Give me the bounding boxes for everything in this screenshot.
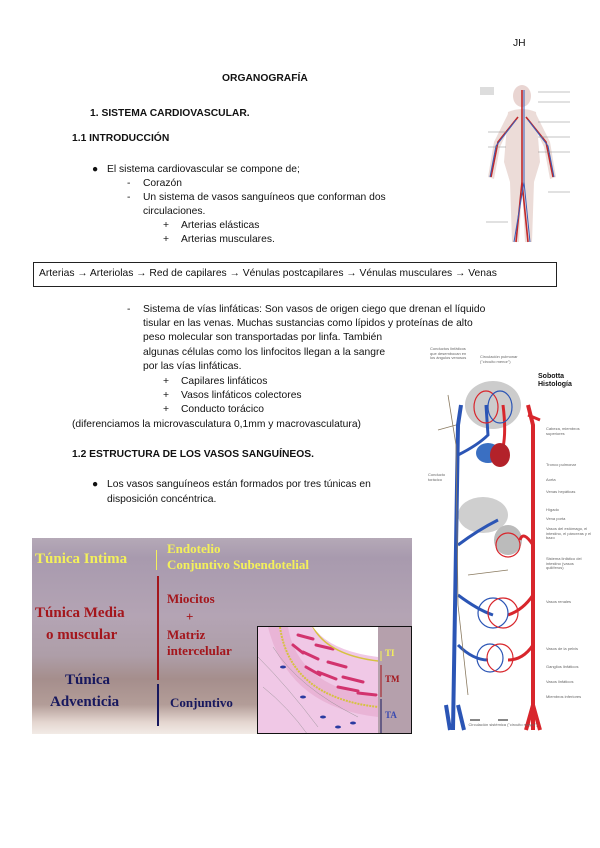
- diagram-label: Circulación pulmonar ("circuito menor"): [480, 354, 518, 364]
- plus: +: [163, 234, 170, 245]
- diagram-label: Conducto torácico: [428, 472, 446, 482]
- endotelio-label: Endotelio: [167, 541, 221, 556]
- subitem: Arterias musculares.: [181, 234, 275, 245]
- author-initials: JH: [513, 38, 526, 49]
- lymph-subitem: Capilares linfáticos: [181, 376, 268, 387]
- subitem: Arterias elásticas: [181, 220, 260, 231]
- diagram-label: Sistema linfático del intestino (vasos q…: [546, 556, 582, 570]
- diagram-label: Tronco pulmonar: [546, 462, 577, 467]
- section-1-2-heading: 1.2 ESTRUCTURA DE LOS VASOS SANGUÍNEOS.: [72, 449, 315, 460]
- structure-bullet-cont: disposición concéntrica.: [107, 494, 217, 505]
- cardiovascular-body-figure: [480, 85, 570, 243]
- diagram-label: Ganglios linfáticos: [546, 664, 579, 669]
- microvasculature-note: (diferenciamos la microvasculatura 0,1mm…: [72, 419, 361, 430]
- conjuntivo-label: Conjuntivo: [170, 695, 233, 710]
- tunica-media-label: Túnica Media: [35, 605, 125, 621]
- section-1-1-heading: 1.1 INTRODUCCIÓN: [72, 133, 170, 144]
- tm-label: TM: [385, 674, 400, 684]
- section-1-heading: 1. SISTEMA CARDIOVASCULAR.: [90, 108, 250, 119]
- intercelular-label: intercelular: [167, 643, 232, 658]
- intima-bracket: [156, 550, 157, 570]
- dash: -: [127, 304, 131, 315]
- brand-line: Histología: [538, 381, 572, 388]
- tunica-intima-label: Túnica Intima: [35, 551, 128, 567]
- tunica-adventicia-label-2: Adventicia: [50, 694, 120, 710]
- tunica-media-label-2: o muscular: [46, 627, 118, 643]
- vascular-flow-box: Arterias → Arteriolas → Red de capilares…: [33, 262, 557, 287]
- ta-label: TA: [385, 710, 397, 720]
- item-corazon: Corazón: [143, 178, 182, 189]
- bullet-icon: ●: [92, 479, 99, 490]
- plus: +: [163, 220, 170, 231]
- matriz-label: Matriz: [167, 627, 206, 642]
- structure-bullet: Los vasos sanguíneos están formados por …: [107, 479, 371, 490]
- diagram-label: Vasos renales: [546, 599, 572, 604]
- diagram-label: Venas hepáticas: [546, 489, 576, 494]
- plus-label: +: [186, 609, 194, 624]
- brand-line: Sobotta: [538, 373, 565, 380]
- dash: -: [127, 178, 131, 189]
- plus: +: [163, 390, 170, 401]
- diagram-label: Vasos del estómago, el intestino, el pán…: [546, 526, 592, 540]
- vessel-wall-schematic-inset: TI TM TA: [257, 626, 412, 734]
- vessel-wall-histology-image: Túnica Intima Endotelio Conjuntivo Suben…: [32, 538, 412, 734]
- bullet-icon: ●: [92, 164, 99, 175]
- item-vasos: Un sistema de vasos sanguíneos que confo…: [143, 192, 386, 203]
- lymph-subitem: Vasos linfáticos colectores: [181, 390, 302, 401]
- media-bracket: [157, 576, 159, 680]
- diagram-label: Vena porta: [546, 516, 566, 521]
- diagram-label: Miembros inferiores: [546, 694, 582, 699]
- lymph-text-line: algunas células como los linfocitos lleg…: [143, 347, 386, 358]
- tunica-adventicia-label: Túnica: [65, 672, 111, 688]
- plus: +: [163, 404, 170, 415]
- dash: -: [127, 192, 131, 203]
- diagram-label: Aorta: [546, 477, 556, 482]
- lymph-text-line: peso molecular son transportadas por lin…: [143, 332, 383, 343]
- page-title: ORGANOGRAFÍA: [222, 73, 308, 84]
- intro-bullet: El sistema cardiovascular se compone de;: [107, 164, 300, 175]
- diagram-label: Hígado: [546, 507, 559, 512]
- lymph-text-line: Sistema de vías linfáticas: Son vasos de…: [143, 304, 486, 315]
- diagram-label: Vasos de la pelvis: [546, 646, 578, 651]
- plus: +: [163, 376, 170, 387]
- diagram-label: Vasos linfáticos: [546, 679, 574, 684]
- lymph-text-line: tisular en las venas. Muchas sustancias …: [143, 318, 473, 329]
- diagram-label: Circulación sistémica ("circuito mayor"): [468, 722, 538, 727]
- lymph-subitem: Conducto torácico: [181, 404, 264, 415]
- lymph-text-line: por las vías linfáticas.: [143, 361, 242, 372]
- conjuntivo-subendotelial-label: Conjuntivo Subendotelial: [167, 557, 309, 572]
- adventicia-bracket: [157, 684, 159, 726]
- item-vasos-cont: circulaciones.: [143, 206, 206, 217]
- ti-label: TI: [385, 648, 395, 658]
- miocitos-label: Miocitos: [167, 591, 215, 606]
- diagram-label: Cabeza, miembros superiores: [546, 426, 580, 436]
- diagram-label: Conductos linfáticos que desembocan en l…: [430, 346, 467, 360]
